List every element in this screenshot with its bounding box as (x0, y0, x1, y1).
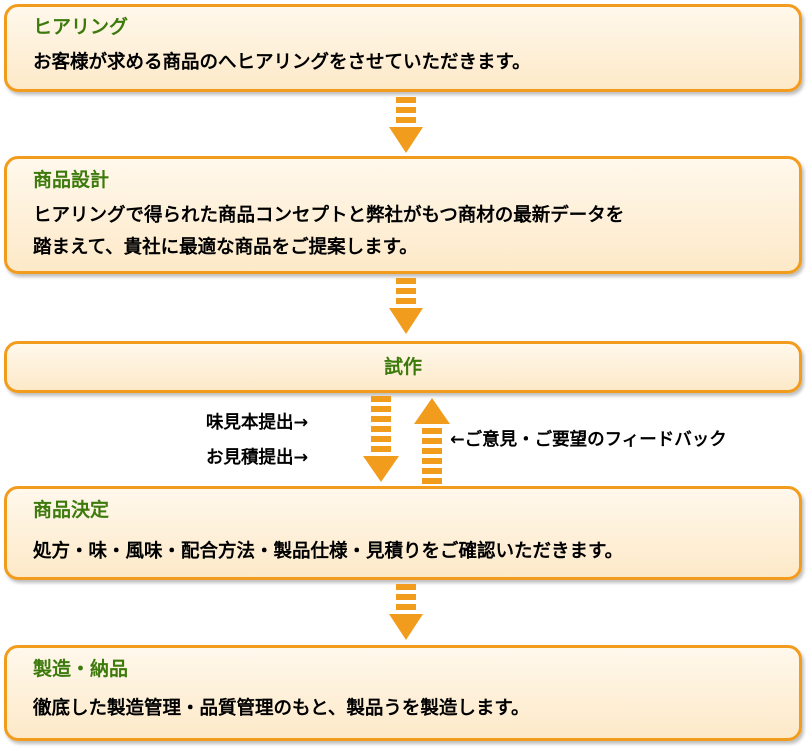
label-estimate-submission: お見積提出→ (206, 448, 309, 468)
step-title: 商品設計 (33, 169, 110, 191)
step-title: 商品決定 (33, 499, 110, 521)
step-description: お客様が求める商品のへヒアリングをさせていただきます。 (33, 52, 531, 73)
down-arrow-1 (389, 97, 423, 153)
step-description: 処方・味・風味・配合方法・製品仕様・見積りをご確認いただきます。 (33, 541, 624, 562)
step-description: 徹底した製造管理・品質管理のもと、製品うを製造します。 (33, 698, 530, 719)
down-arrow-2 (389, 278, 423, 334)
down-arrow-3 (363, 396, 399, 482)
step-title: 製造・納品 (33, 658, 129, 680)
step-prototype: 試作 (4, 341, 802, 393)
step-description-line-1: ヒアリングで得られた商品コンセプトと弊社がもつ商材の最新データを (33, 205, 625, 226)
step-title: 試作 (383, 356, 422, 378)
step-product-decision: 商品決定 処方・味・風味・配合方法・製品仕様・見積りをご確認いただきます。 (4, 486, 802, 580)
step-title: ヒアリング (33, 16, 129, 38)
label-sample-submission: 味見本提出→ (206, 413, 309, 433)
label-feedback: ←ご意見・ご要望のフィードバック (450, 430, 727, 450)
step-product-design: 商品設計 ヒアリングで得られた商品コンセプトと弊社がもつ商材の最新データを 踏ま… (4, 156, 802, 274)
step-hearing: ヒアリング お客様が求める商品のへヒアリングをさせていただきます。 (4, 4, 802, 92)
down-arrow-4 (389, 584, 423, 640)
up-arrow-feedback (414, 398, 450, 484)
step-description-line-2: 踏まえて、貴社に最適な商品をご提案します。 (33, 237, 418, 258)
step-manufacturing-delivery: 製造・納品 徹底した製造管理・品質管理のもと、製品うを製造します。 (4, 645, 802, 741)
